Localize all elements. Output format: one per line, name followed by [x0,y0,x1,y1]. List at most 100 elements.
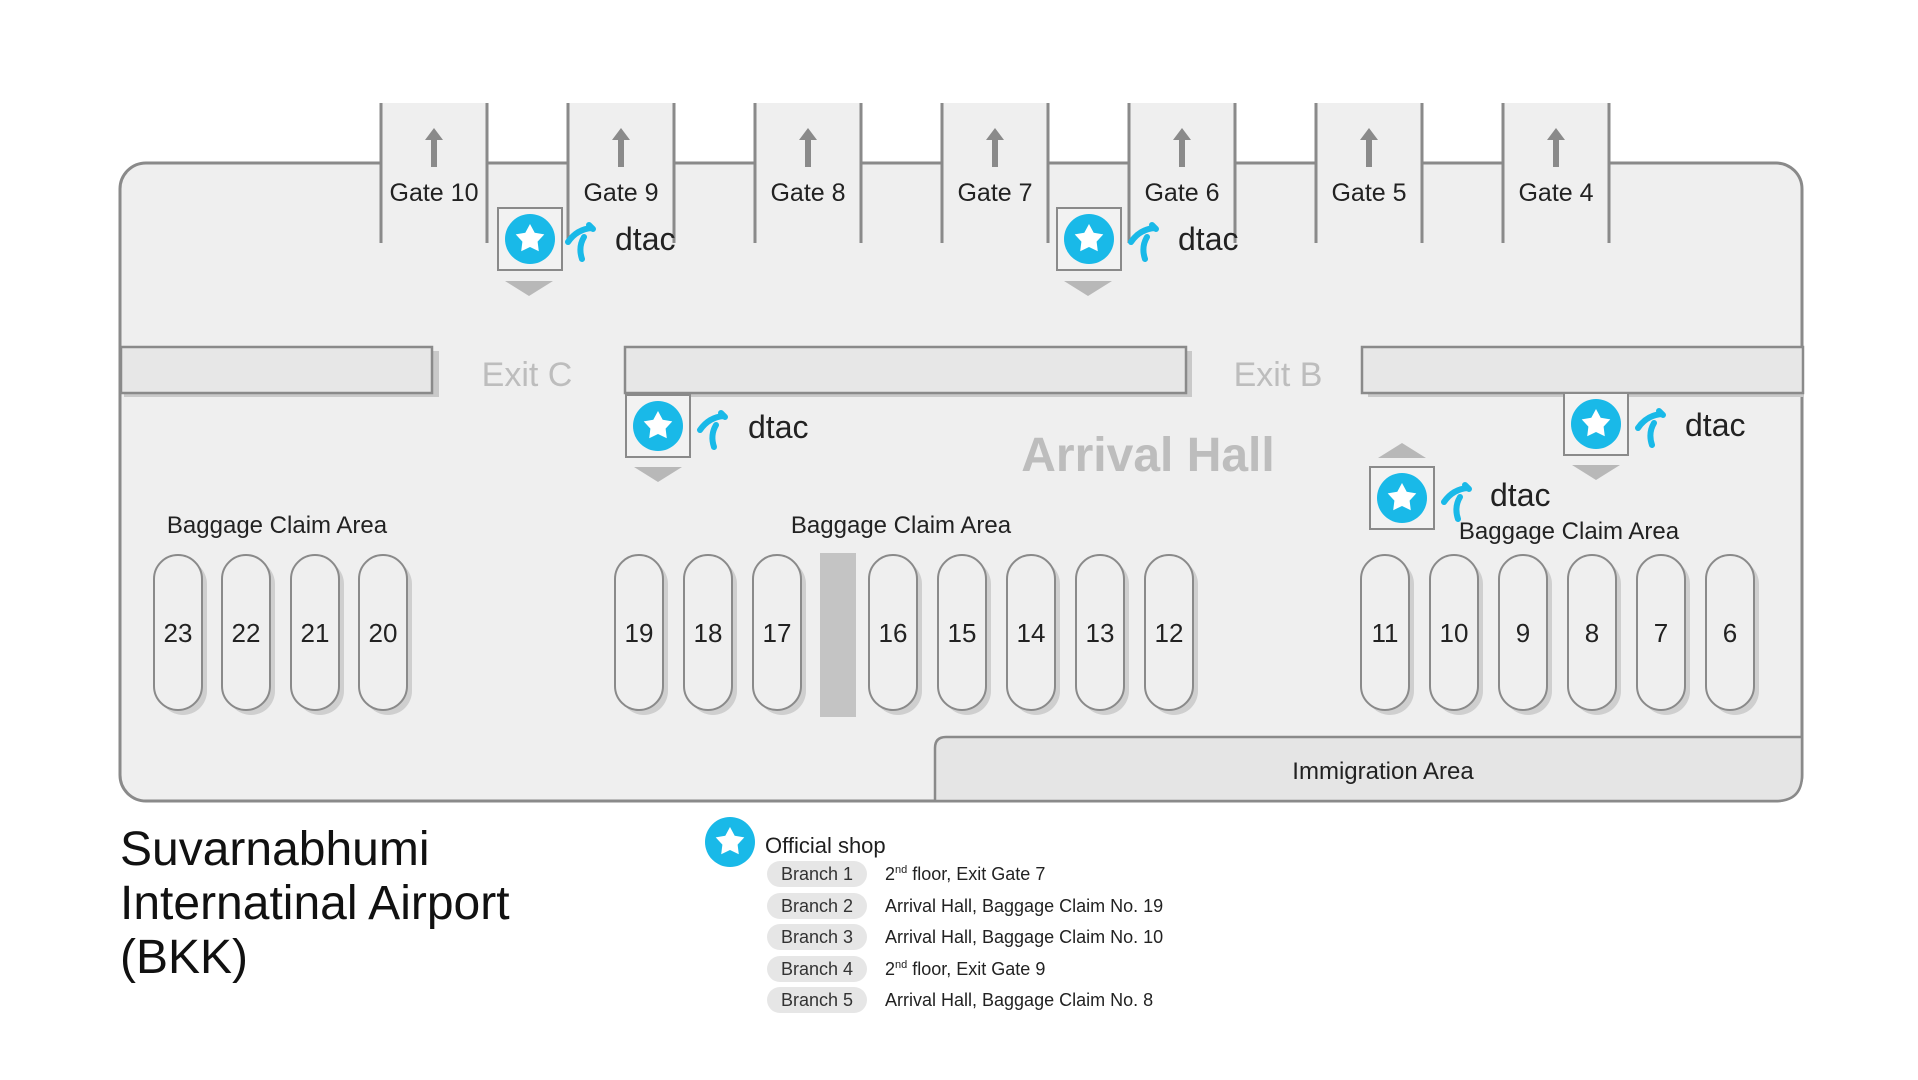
up-arrow-icon [1173,128,1191,167]
belt-label: 8 [1585,618,1599,648]
belt-label: 11 [1372,618,1399,648]
down-arrow-icon [1064,281,1112,296]
airport-title: Suvarnabhumi Internatinal Airport (BKK) [120,823,510,985]
dtac-logo-icon [565,222,596,262]
shop-marker-branch-5[interactable]: dtac [1563,392,1745,480]
star-icon [1581,409,1611,437]
gate-label: Gate 5 [1331,179,1406,207]
dtac-logo-icon [1441,482,1472,522]
belt-label: 22 [232,618,261,648]
belt-label: 21 [301,618,330,648]
up-arrow-icon [425,128,443,167]
up-arrow-icon [612,128,630,167]
gate-9[interactable]: Gate 9 [566,103,676,243]
gate-row: Gate 10 Gate 9 Gate 8 Gate 7 [379,103,1611,243]
belt-label: 7 [1654,618,1668,648]
belt-label: 17 [763,618,792,648]
belt-label: 12 [1155,618,1184,648]
center-divider [820,553,856,717]
branch-badge: Branch 2 [767,893,867,919]
legend-branch-row: Branch 2 Arrival Hall, Baggage Claim No.… [767,893,1163,919]
down-arrow-icon [505,281,553,296]
immigration-label: Immigration Area [1292,758,1474,785]
belts-left: 23 22 21 20 [153,554,412,715]
dtac-logo-icon [1128,222,1159,262]
legend-header: Official shop [705,817,886,867]
branch-description: 2nd floor, Exit Gate 9 [885,958,1046,979]
belt-label: 20 [369,618,398,648]
arrival-hall-label: Arrival Hall [1021,429,1274,482]
legend-branch-row: Branch 5 Arrival Hall, Baggage Claim No.… [767,987,1153,1013]
up-arrow-icon [799,128,817,167]
shop-marker-branch-4[interactable]: dtac [497,207,675,296]
belt-label: 6 [1723,618,1737,648]
gate-label: Gate 7 [957,179,1032,207]
up-arrow-icon [1547,128,1565,167]
baggage-area-label-left: Baggage Claim Area [167,512,388,539]
belts-center: 19 18 17 16 15 14 13 12 [614,553,1198,717]
down-arrow-icon [634,467,682,482]
gate-5[interactable]: Gate 5 [1314,103,1424,243]
shop-marker-branch-3[interactable]: dtac [1369,443,1550,530]
belt-label: 23 [164,618,193,648]
branch-description: Arrival Hall, Baggage Claim No. 8 [885,989,1154,1010]
interior-walls [119,345,1805,397]
star-icon [515,224,545,252]
branch-description: 2nd floor, Exit Gate 7 [885,863,1046,884]
gate-label: Gate 8 [770,179,845,207]
branch-badge: Branch 3 [767,924,867,950]
belt-label: 15 [948,618,977,648]
legend-title: Official shop [765,833,886,858]
branch-description: Arrival Hall, Baggage Claim No. 19 [885,895,1164,916]
gate-label: Gate 10 [390,179,479,207]
airport-title-line-2: Internatinal Airport [120,877,510,930]
branch-badge: Branch 1 [767,861,867,887]
shop-brand-label: dtac [748,409,808,445]
gate-8[interactable]: Gate 8 [753,103,863,243]
shop-brand-label: dtac [615,221,675,257]
baggage-area-label-center: Baggage Claim Area [791,512,1012,539]
shop-marker-branch-1[interactable]: dtac [1056,207,1238,296]
up-arrow-icon [1378,443,1426,458]
shop-brand-label: dtac [1490,477,1550,513]
down-arrow-icon [1572,465,1620,480]
branch-badge: Branch 5 [767,987,867,1013]
gate-10[interactable]: Gate 10 [379,103,489,243]
exit-c-label: Exit C [482,356,573,394]
shop-brand-label: dtac [1685,407,1745,443]
official-shop-legend: Official shop Branch 1 2nd floor, Exit G… [705,817,1163,1013]
belt-label: 10 [1440,618,1469,648]
dtac-logo-icon [1635,408,1666,448]
immigration-area: Immigration Area [933,735,1804,803]
star-icon [1074,224,1104,252]
belts-right: 11 10 9 8 7 6 [1360,554,1759,715]
airport-title-line-3: (BKK) [120,931,249,984]
belt-label: 16 [879,618,908,648]
gate-label: Gate 9 [583,179,658,207]
star-icon [643,411,673,439]
up-arrow-icon [986,128,1004,167]
legend-branch-row: Branch 4 2nd floor, Exit Gate 9 [767,956,1045,982]
belt-label: 9 [1516,618,1530,648]
gate-7[interactable]: Gate 7 [940,103,1050,243]
belt-label: 19 [625,618,654,648]
legend-branch-row: Branch 1 2nd floor, Exit Gate 7 [767,861,1045,887]
baggage-area-label-right: Baggage Claim Area [1459,518,1680,545]
star-icon [1387,483,1417,511]
branch-description: Arrival Hall, Baggage Claim No. 10 [885,926,1164,947]
airport-title-line-1: Suvarnabhumi [120,823,430,876]
dtac-logo-icon [697,410,728,450]
gate-6[interactable]: Gate 6 [1127,103,1237,243]
shop-marker-branch-2[interactable]: dtac [625,394,808,482]
branch-badge: Branch 4 [767,956,867,982]
shop-brand-label: dtac [1178,221,1238,257]
exit-b-label: Exit B [1234,356,1323,394]
star-badge-icon [705,817,755,867]
gate-label: Gate 6 [1144,179,1219,207]
belt-label: 18 [694,618,723,648]
gate-4[interactable]: Gate 4 [1501,103,1611,243]
belt-label: 13 [1086,618,1115,648]
gate-label: Gate 4 [1518,179,1593,207]
belt-label: 14 [1017,618,1046,648]
